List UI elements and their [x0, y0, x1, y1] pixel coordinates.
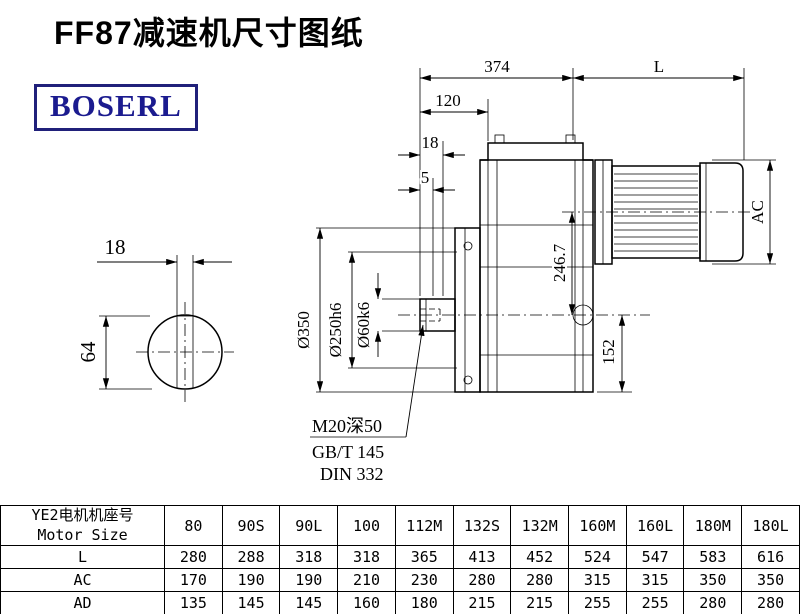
dimension-value-cell: 190 [279, 568, 339, 592]
frame-size-column-header: 160M [568, 505, 627, 546]
frame-size-column-header: 112M [394, 505, 454, 546]
frame-size-column-header: 132M [510, 505, 570, 546]
brand-logo-text: BOSERL [50, 88, 182, 123]
dim-246-7: 246.7 [548, 212, 576, 315]
dim-18-main: 18 [398, 131, 465, 296]
dimension-value-cell: 210 [337, 568, 396, 592]
frame-size-column-header: 132S [452, 505, 512, 546]
frame-size-column-header: 90L [279, 505, 339, 546]
shaft-circle [147, 314, 223, 390]
key-width-label: 18 [105, 235, 126, 259]
dim-64: 64 [74, 315, 152, 390]
shaft-height-label: 64 [76, 341, 100, 363]
dim-key-width: 18 [97, 233, 232, 266]
frame-size-column-header: 180M [683, 505, 743, 546]
frame-size-column-header: 90S [221, 505, 281, 546]
dimension-value-cell: 280 [510, 568, 570, 592]
dim-AC-label: AC [748, 200, 767, 224]
motor-size-header-en: Motor Size [37, 525, 128, 544]
row-label: L [0, 545, 165, 569]
dim-spigot: Ø250h6 [324, 251, 457, 369]
dimension-value-cell: 365 [394, 545, 454, 569]
motor [562, 159, 758, 265]
dimension-value-cell: 170 [164, 568, 223, 592]
output-flange [454, 227, 481, 393]
dimension-value-cell: 452 [510, 545, 570, 569]
dim-5-label: 5 [421, 168, 430, 187]
frame-size-column-header: 160L [625, 505, 685, 546]
tap-note-label: M20深50 [312, 416, 382, 436]
dim-18-label: 18 [422, 133, 439, 152]
dimension-value-cell: 215 [510, 591, 570, 614]
dimension-value-cell: 215 [452, 591, 512, 614]
dimension-value-cell: 255 [568, 591, 627, 614]
dimension-value-cell: 145 [221, 591, 281, 614]
row-label: AC [0, 568, 165, 592]
dim-120-label: 120 [435, 91, 461, 110]
page-title: FF87减速机尺寸图纸 [54, 15, 364, 51]
brand-logo: BOSERL [34, 84, 198, 131]
dim-spigot-label: Ø250h6 [326, 303, 345, 358]
dimension-value-cell: 145 [279, 591, 339, 614]
dimension-value-cell: 288 [221, 545, 281, 569]
dim-AC: AC [712, 159, 776, 265]
dimension-value-cell: 280 [741, 591, 800, 614]
dim-374-label: 374 [484, 57, 510, 76]
dim-152: 152 [597, 315, 632, 393]
tapped-hole-note: M20深50 GB/T 145 DIN 332 [310, 324, 425, 486]
fan-cover [699, 162, 744, 262]
dim-shaft-diameter: Ø60k6 [352, 273, 420, 357]
dimension-value-cell: 350 [741, 568, 800, 592]
dimension-value-cell: 318 [279, 545, 339, 569]
dim-5: 5 [398, 166, 455, 296]
dim-flange-od: Ø350 [292, 227, 455, 393]
dimension-value-cell: 315 [625, 568, 685, 592]
dim-shaft-diameter-label: Ø60k6 [354, 302, 373, 348]
housing-body [479, 159, 594, 393]
motor-size-header-cn: YE2电机机座号 [31, 506, 134, 524]
dimension-value-cell: 350 [683, 568, 743, 592]
dimension-value-cell: 616 [741, 545, 800, 569]
dimension-value-cell: 190 [221, 568, 281, 592]
row-label: AD [0, 591, 165, 614]
dim-L-label: L [654, 57, 664, 76]
dimension-value-cell: 280 [452, 568, 512, 592]
frame-size-column-header: 80 [164, 505, 223, 546]
dimension-value-cell: 318 [337, 545, 396, 569]
dimension-value-cell: 583 [683, 545, 743, 569]
dimension-value-cell: 280 [164, 545, 223, 569]
frame-size-column-header: 180L [741, 505, 800, 546]
dimension-value-cell: 280 [683, 591, 743, 614]
frame-size-column-header: 100 [337, 505, 396, 546]
motor-fins [614, 173, 698, 252]
dimension-value-cell: 547 [625, 545, 685, 569]
dimension-value-cell: 230 [394, 568, 454, 592]
din-standard-label: DIN 332 [320, 464, 384, 484]
dim-flange-od-label: Ø350 [294, 311, 313, 349]
gbt-standard-label: GB/T 145 [312, 442, 384, 462]
dimension-value-cell: 160 [337, 591, 396, 614]
shaft-end-view [136, 255, 234, 402]
dimension-value-cell: 255 [625, 591, 685, 614]
dim-152-label: 152 [599, 339, 618, 365]
dim-120: 120 [420, 89, 489, 141]
dimension-value-cell: 413 [452, 545, 512, 569]
dimension-value-cell: 524 [568, 545, 627, 569]
dim-374: 374 [419, 55, 574, 296]
dimension-value-cell: 135 [164, 591, 223, 614]
dimension-value-cell: 180 [394, 591, 454, 614]
technical-drawing: 18 64 [74, 55, 776, 486]
output-shaft [398, 298, 650, 332]
dimension-value-cell: 315 [568, 568, 627, 592]
dim-246-7-label: 246.7 [550, 243, 569, 282]
dim-L: L [573, 55, 745, 160]
